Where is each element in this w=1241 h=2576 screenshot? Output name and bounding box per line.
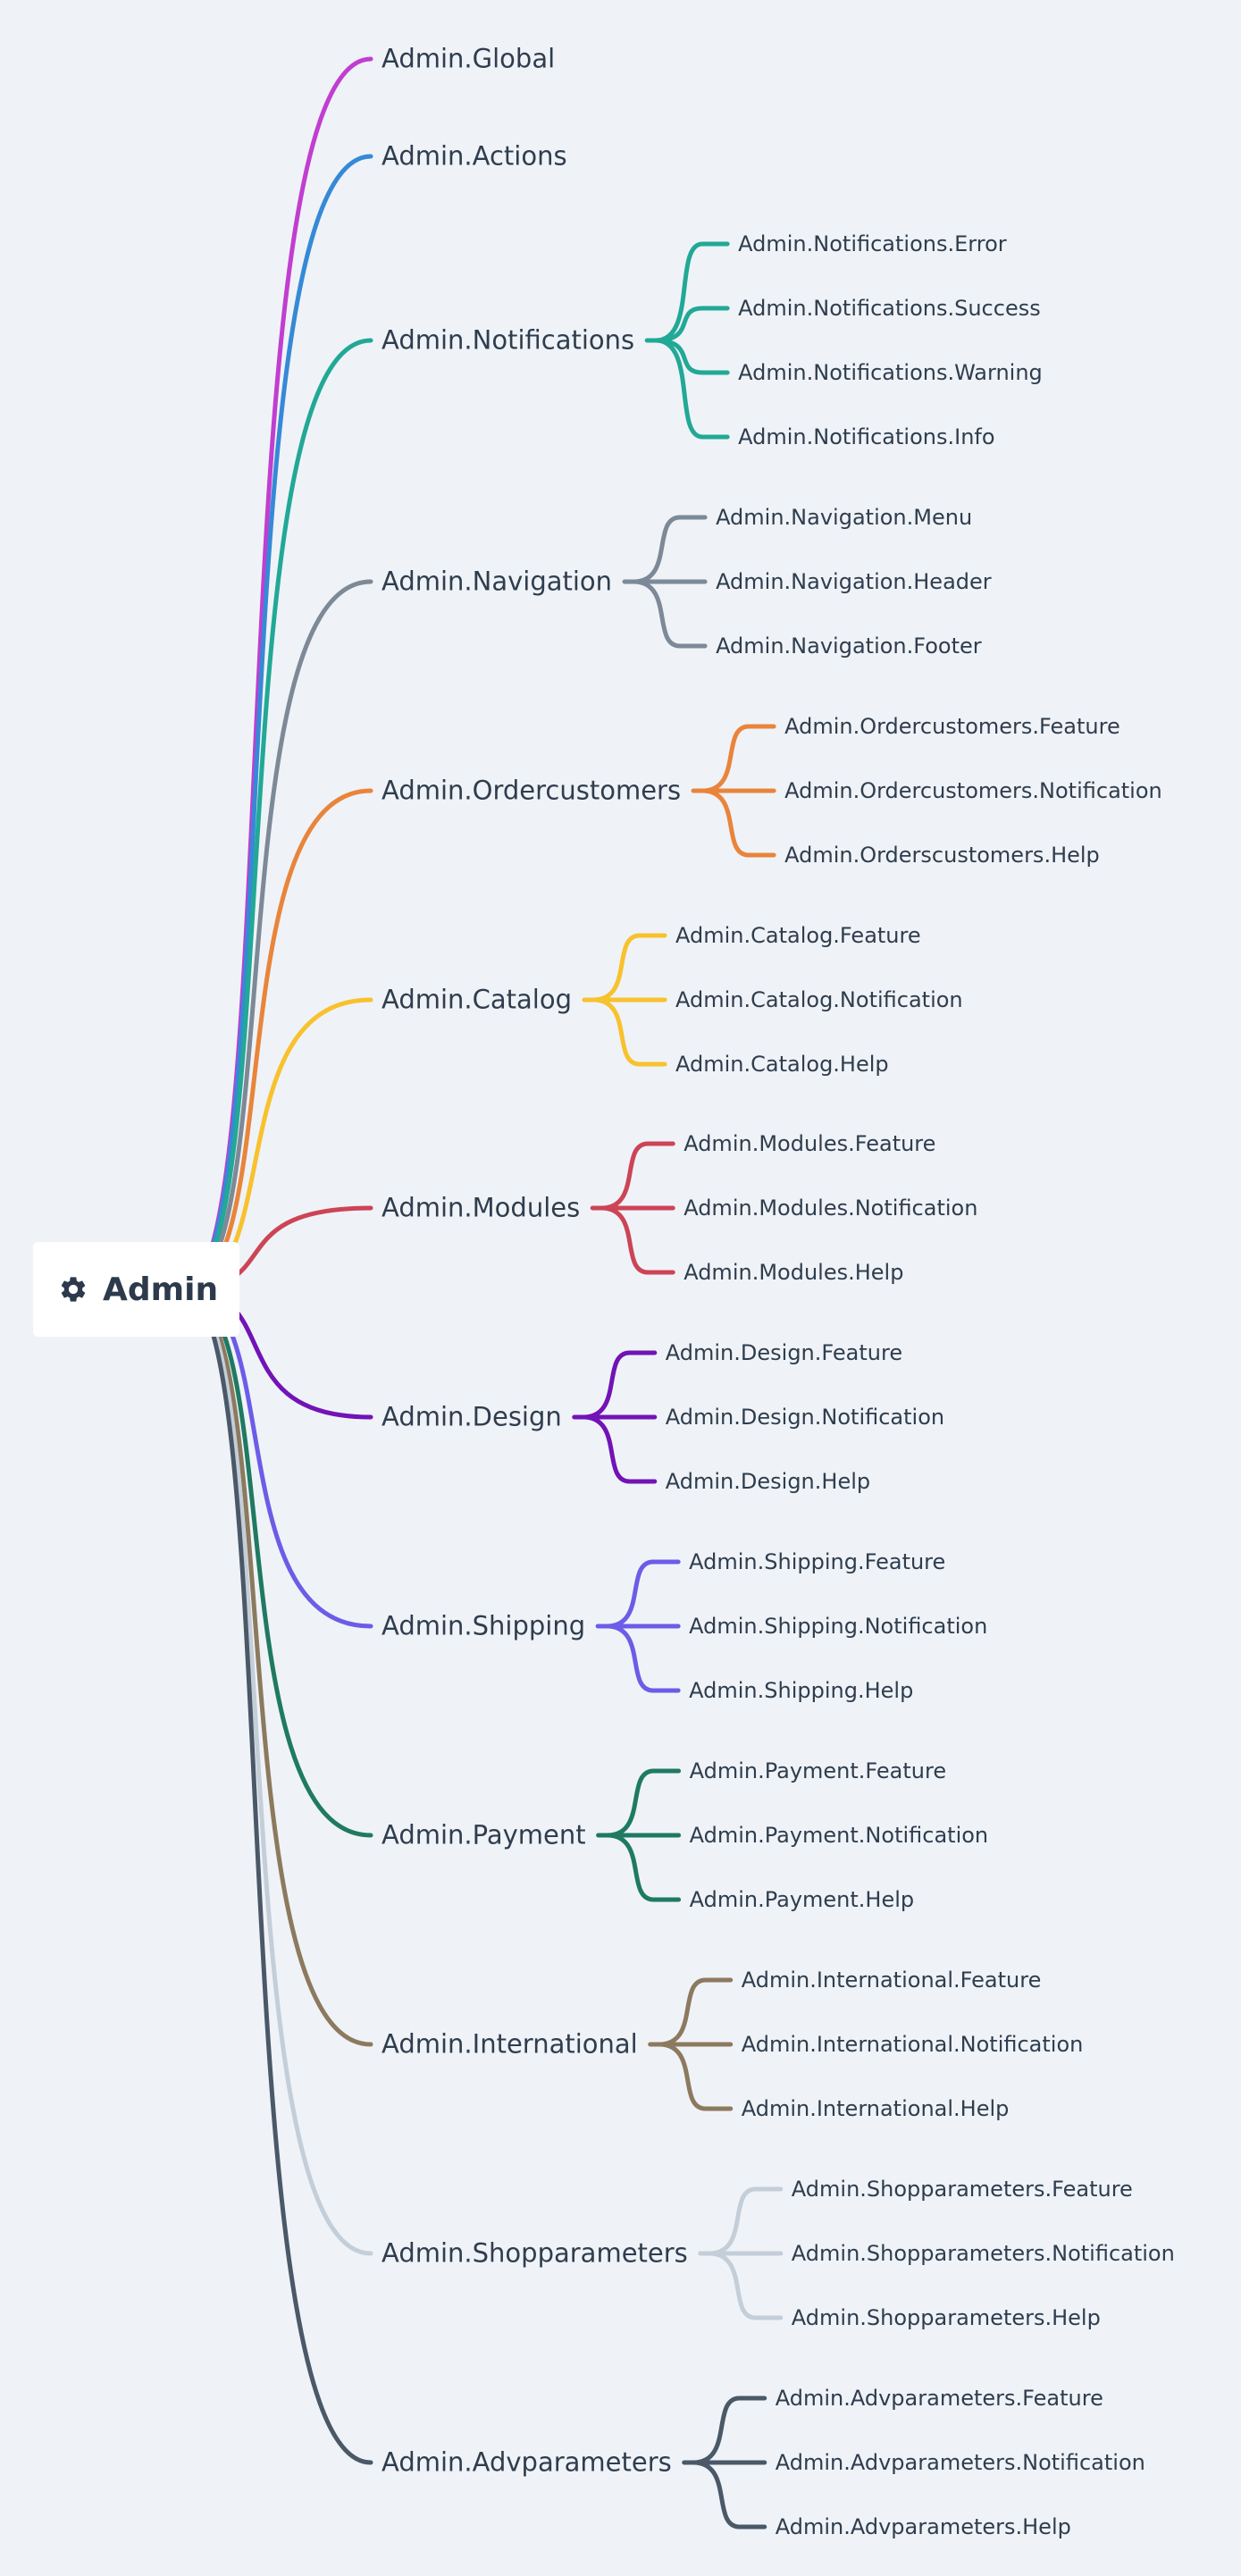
branch-link — [180, 1287, 373, 2047]
leaf-label[interactable]: Admin.Notifications.Success — [738, 296, 1041, 321]
root-node[interactable]: Admin — [33, 1242, 239, 1337]
leaf-label[interactable]: Admin.Navigation.Header — [716, 569, 992, 594]
leaf-link — [605, 1833, 682, 1902]
branch-link — [180, 56, 373, 1292]
branch-link — [180, 1287, 373, 1838]
leaf-label[interactable]: Admin.Modules.Feature — [683, 1131, 936, 1156]
branch-link — [180, 1287, 373, 1629]
leaf-label[interactable]: Admin.Advparameters.Feature — [775, 2386, 1103, 2411]
branch-label[interactable]: Admin.International — [382, 2028, 638, 2060]
leaf-link — [604, 1559, 681, 1629]
branch-link — [180, 154, 373, 1292]
leaf-label[interactable]: Admin.Navigation.Menu — [716, 505, 973, 530]
leaf-label[interactable]: Admin.Catalog.Feature — [675, 923, 921, 948]
gear-icon — [61, 1277, 86, 1302]
branch-label[interactable]: Admin.Advparameters — [382, 2446, 672, 2478]
leaf-link — [657, 1977, 734, 2047]
leaf-label[interactable]: Admin.Advparameters.Help — [775, 2514, 1071, 2539]
leaf-label[interactable]: Admin.Shopparameters.Notification — [791, 2241, 1175, 2266]
leaf-label[interactable]: Admin.Notifications.Info — [738, 424, 995, 449]
leaf-link — [599, 1205, 675, 1275]
branch-label[interactable]: Admin.Design — [382, 1401, 562, 1432]
branch-link — [180, 338, 373, 1292]
leaf-link — [707, 2251, 784, 2320]
leaf-label[interactable]: Admin.Advparameters.Notification — [775, 2450, 1145, 2475]
branch-label[interactable]: Admin.Global — [382, 43, 556, 74]
leaf-label[interactable]: Admin.Design.Help — [665, 1469, 871, 1494]
leaf-label[interactable]: Admin.Design.Feature — [665, 1340, 903, 1365]
leaf-label[interactable]: Admin.Payment.Feature — [689, 1758, 947, 1783]
branch-label[interactable]: Admin.Shopparameters — [382, 2237, 688, 2269]
branch-link — [180, 1287, 373, 2465]
leaf-link — [700, 788, 776, 858]
leaf-link — [631, 579, 708, 649]
branch-label[interactable]: Admin.Notifications — [382, 324, 635, 356]
branch-label[interactable]: Admin.Modules — [382, 1192, 581, 1223]
branch-link — [180, 1287, 373, 2256]
leaf-label[interactable]: Admin.Payment.Notification — [689, 1823, 989, 1848]
leaf-label[interactable]: Admin.Notifications.Error — [738, 231, 1007, 256]
leaf-label[interactable]: Admin.Shopparameters.Feature — [791, 2177, 1133, 2202]
leaf-label[interactable]: Admin.Notifications.Warning — [738, 360, 1043, 385]
leaf-label[interactable]: Admin.Shipping.Notification — [689, 1614, 988, 1639]
leaf-link — [599, 1141, 675, 1211]
branch-label[interactable]: Admin.Navigation — [382, 566, 613, 597]
leaf-link — [657, 2042, 734, 2111]
leaf-link — [691, 2460, 767, 2530]
leaf-label[interactable]: Admin.Catalog.Help — [675, 1052, 889, 1077]
branch-label[interactable]: Admin.Catalog — [382, 984, 573, 1015]
leaf-link — [591, 997, 667, 1067]
leaf-label[interactable]: Admin.Shopparameters.Help — [791, 2305, 1101, 2330]
leaf-link — [581, 1350, 658, 1420]
leaf-link — [581, 1414, 658, 1484]
leaf-link — [605, 1768, 682, 1838]
leaf-link — [707, 2186, 784, 2256]
leaf-label[interactable]: Admin.International.Feature — [741, 1968, 1042, 1993]
branch-link — [180, 579, 373, 1292]
branch-label[interactable]: Admin.Actions — [382, 140, 567, 172]
leaf-link — [631, 515, 708, 584]
leaf-label[interactable]: Admin.International.Notification — [741, 2032, 1084, 2057]
leaf-link — [700, 724, 776, 793]
leaf-label[interactable]: Admin.Design.Notification — [665, 1405, 945, 1430]
branch-label[interactable]: Admin.Ordercustomers — [382, 775, 682, 806]
leaf-label[interactable]: Admin.Orderscustomers.Help — [784, 843, 1100, 868]
leaf-label[interactable]: Admin.Modules.Help — [683, 1260, 904, 1285]
leaf-link — [653, 306, 730, 343]
leaf-link — [653, 241, 730, 343]
leaf-label[interactable]: Admin.Payment.Help — [689, 1887, 915, 1912]
leaf-link — [691, 2396, 767, 2465]
leaf-link — [653, 338, 730, 440]
leaf-label[interactable]: Admin.Modules.Notification — [683, 1196, 978, 1221]
leaf-label[interactable]: Admin.Shipping.Feature — [689, 1549, 946, 1574]
branch-label[interactable]: Admin.Shipping — [382, 1610, 586, 1641]
root-label: Admin — [103, 1271, 219, 1308]
leaf-label[interactable]: Admin.Catalog.Notification — [675, 987, 963, 1012]
leaf-link — [604, 1624, 681, 1693]
leaf-label[interactable]: Admin.International.Help — [741, 2096, 1010, 2121]
branch-link — [180, 788, 373, 1292]
leaf-label[interactable]: Admin.Ordercustomers.Feature — [784, 714, 1120, 739]
leaf-label[interactable]: Admin.Navigation.Footer — [716, 634, 982, 659]
branch-label[interactable]: Admin.Payment — [382, 1819, 586, 1850]
leaf-label[interactable]: Admin.Shipping.Help — [689, 1678, 914, 1703]
leaf-label[interactable]: Admin.Ordercustomers.Notification — [784, 778, 1162, 803]
leaf-link — [591, 933, 667, 1003]
